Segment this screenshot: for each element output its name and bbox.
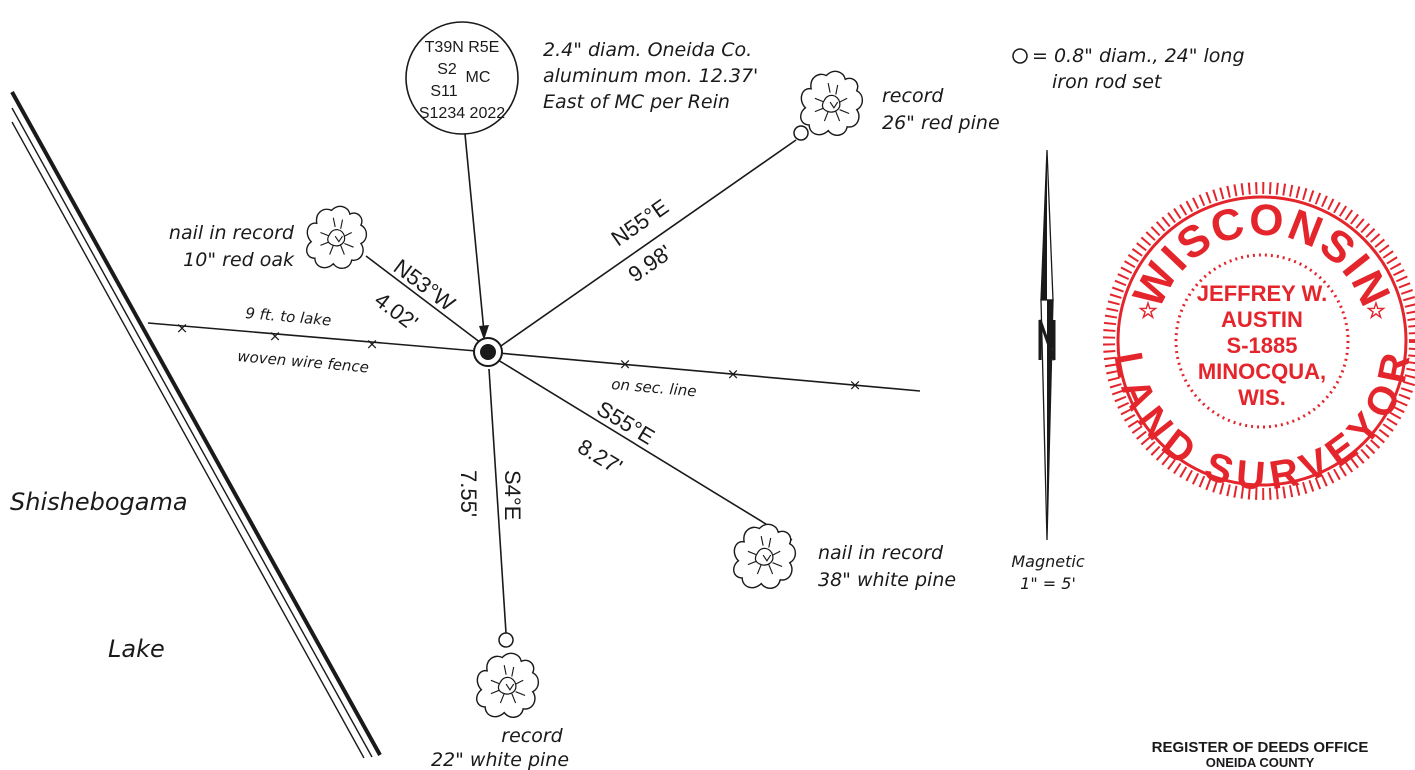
tree-s-label-1: record	[501, 725, 563, 747]
section-line-label: on sec. line	[611, 375, 698, 400]
monument-callout: T39N R5E S2 MC S11 S1234 2022	[405, 21, 519, 340]
monument-note-line-3: East of MC per Rein	[543, 91, 730, 113]
svg-text:☆: ☆	[1366, 298, 1386, 323]
monument-symbol	[473, 337, 503, 367]
seal-name-line-1: JEFFREY W.	[1197, 281, 1327, 306]
surveyor-seal: WISCONSIN LAND SURVEYOR ☆ ☆ JEFFREY W. A…	[1103, 182, 1415, 500]
svg-text:S2: S2	[437, 61, 457, 78]
iron-rod-legend-line-1: = 0.8" diam., 24" long	[1032, 45, 1245, 67]
fence-line: × × ×	[147, 319, 489, 353]
svg-text:×: ×	[176, 319, 189, 337]
register-office-line-1: REGISTER OF DEEDS OFFICE	[1152, 739, 1369, 756]
tree-s	[475, 632, 540, 719]
seal-name-line-4: MINOCQUA,	[1198, 359, 1326, 384]
tie-line-nw	[365, 255, 482, 344]
tree-se-label-2: 38" white pine	[818, 569, 956, 591]
svg-text:T39N R5E: T39N R5E	[425, 39, 500, 56]
iron-rod-legend: = 0.8" diam., 24" long iron rod set	[1012, 45, 1245, 93]
svg-text:S1234 2022: S1234 2022	[419, 105, 505, 122]
svg-text:×: ×	[366, 335, 379, 353]
north-arrow-icon	[1038, 149, 1056, 541]
tree-s-label-2: 22" white pine	[431, 749, 569, 770]
svg-text:×: ×	[269, 327, 282, 345]
seal-name-line-5: WIS.	[1238, 385, 1286, 410]
iron-rod-icon	[1012, 48, 1028, 64]
tie-line-s	[488, 368, 507, 634]
monument-note-line-1: 2.4" diam. Oneida Co.	[543, 39, 752, 61]
tree-se-label-1: nail in record	[818, 542, 944, 564]
tree-ne-label-2: 26" red pine	[882, 112, 1000, 134]
fence-to-lake-note: 9 ft. to lake	[245, 304, 332, 329]
seal-name-line-2: AUSTIN	[1221, 307, 1303, 332]
lake-name: Shishebogama	[10, 488, 188, 516]
scale-label: 1" = 5'	[1020, 574, 1076, 593]
register-office-line-2: ONEIDA COUNTY	[1206, 755, 1315, 770]
tree-nw-label-1: nail in record	[169, 222, 295, 244]
ne-distance: 9.98'	[624, 240, 677, 287]
fence-label: woven wire fence	[237, 347, 370, 376]
tree-se	[732, 523, 797, 590]
tree-nw-label-2: 10" red oak	[183, 249, 295, 271]
lake-word: Lake	[108, 635, 165, 663]
svg-text:×: ×	[849, 376, 862, 394]
nw-distance: 4.02'	[370, 287, 423, 335]
tree-ne	[793, 70, 864, 141]
svg-text:S11: S11	[430, 83, 457, 100]
tie-line-se	[497, 359, 793, 541]
svg-text:×: ×	[619, 355, 632, 373]
s-distance: 7.55'	[456, 470, 481, 517]
svg-text:×: ×	[727, 365, 740, 383]
se-distance: 8.27'	[573, 434, 626, 480]
section-line: × × ×	[497, 352, 921, 394]
monument-note-line-2: aluminum mon. 12.37'	[543, 65, 758, 87]
magnetic-label: Magnetic	[1011, 552, 1084, 571]
se-bearing: S55°E	[592, 396, 659, 450]
tie-line-ne	[497, 139, 797, 349]
tree-ne-label-1: record	[882, 85, 944, 107]
tree-nw	[306, 205, 368, 269]
lake-shoreline	[10, 91, 382, 759]
svg-text:☆: ☆	[1138, 298, 1158, 323]
seal-name-line-3: S-1885	[1227, 333, 1298, 358]
svg-text:MC: MC	[466, 69, 491, 86]
iron-rod-legend-line-2: iron rod set	[1052, 71, 1163, 93]
s-bearing: S4°E	[500, 470, 525, 520]
